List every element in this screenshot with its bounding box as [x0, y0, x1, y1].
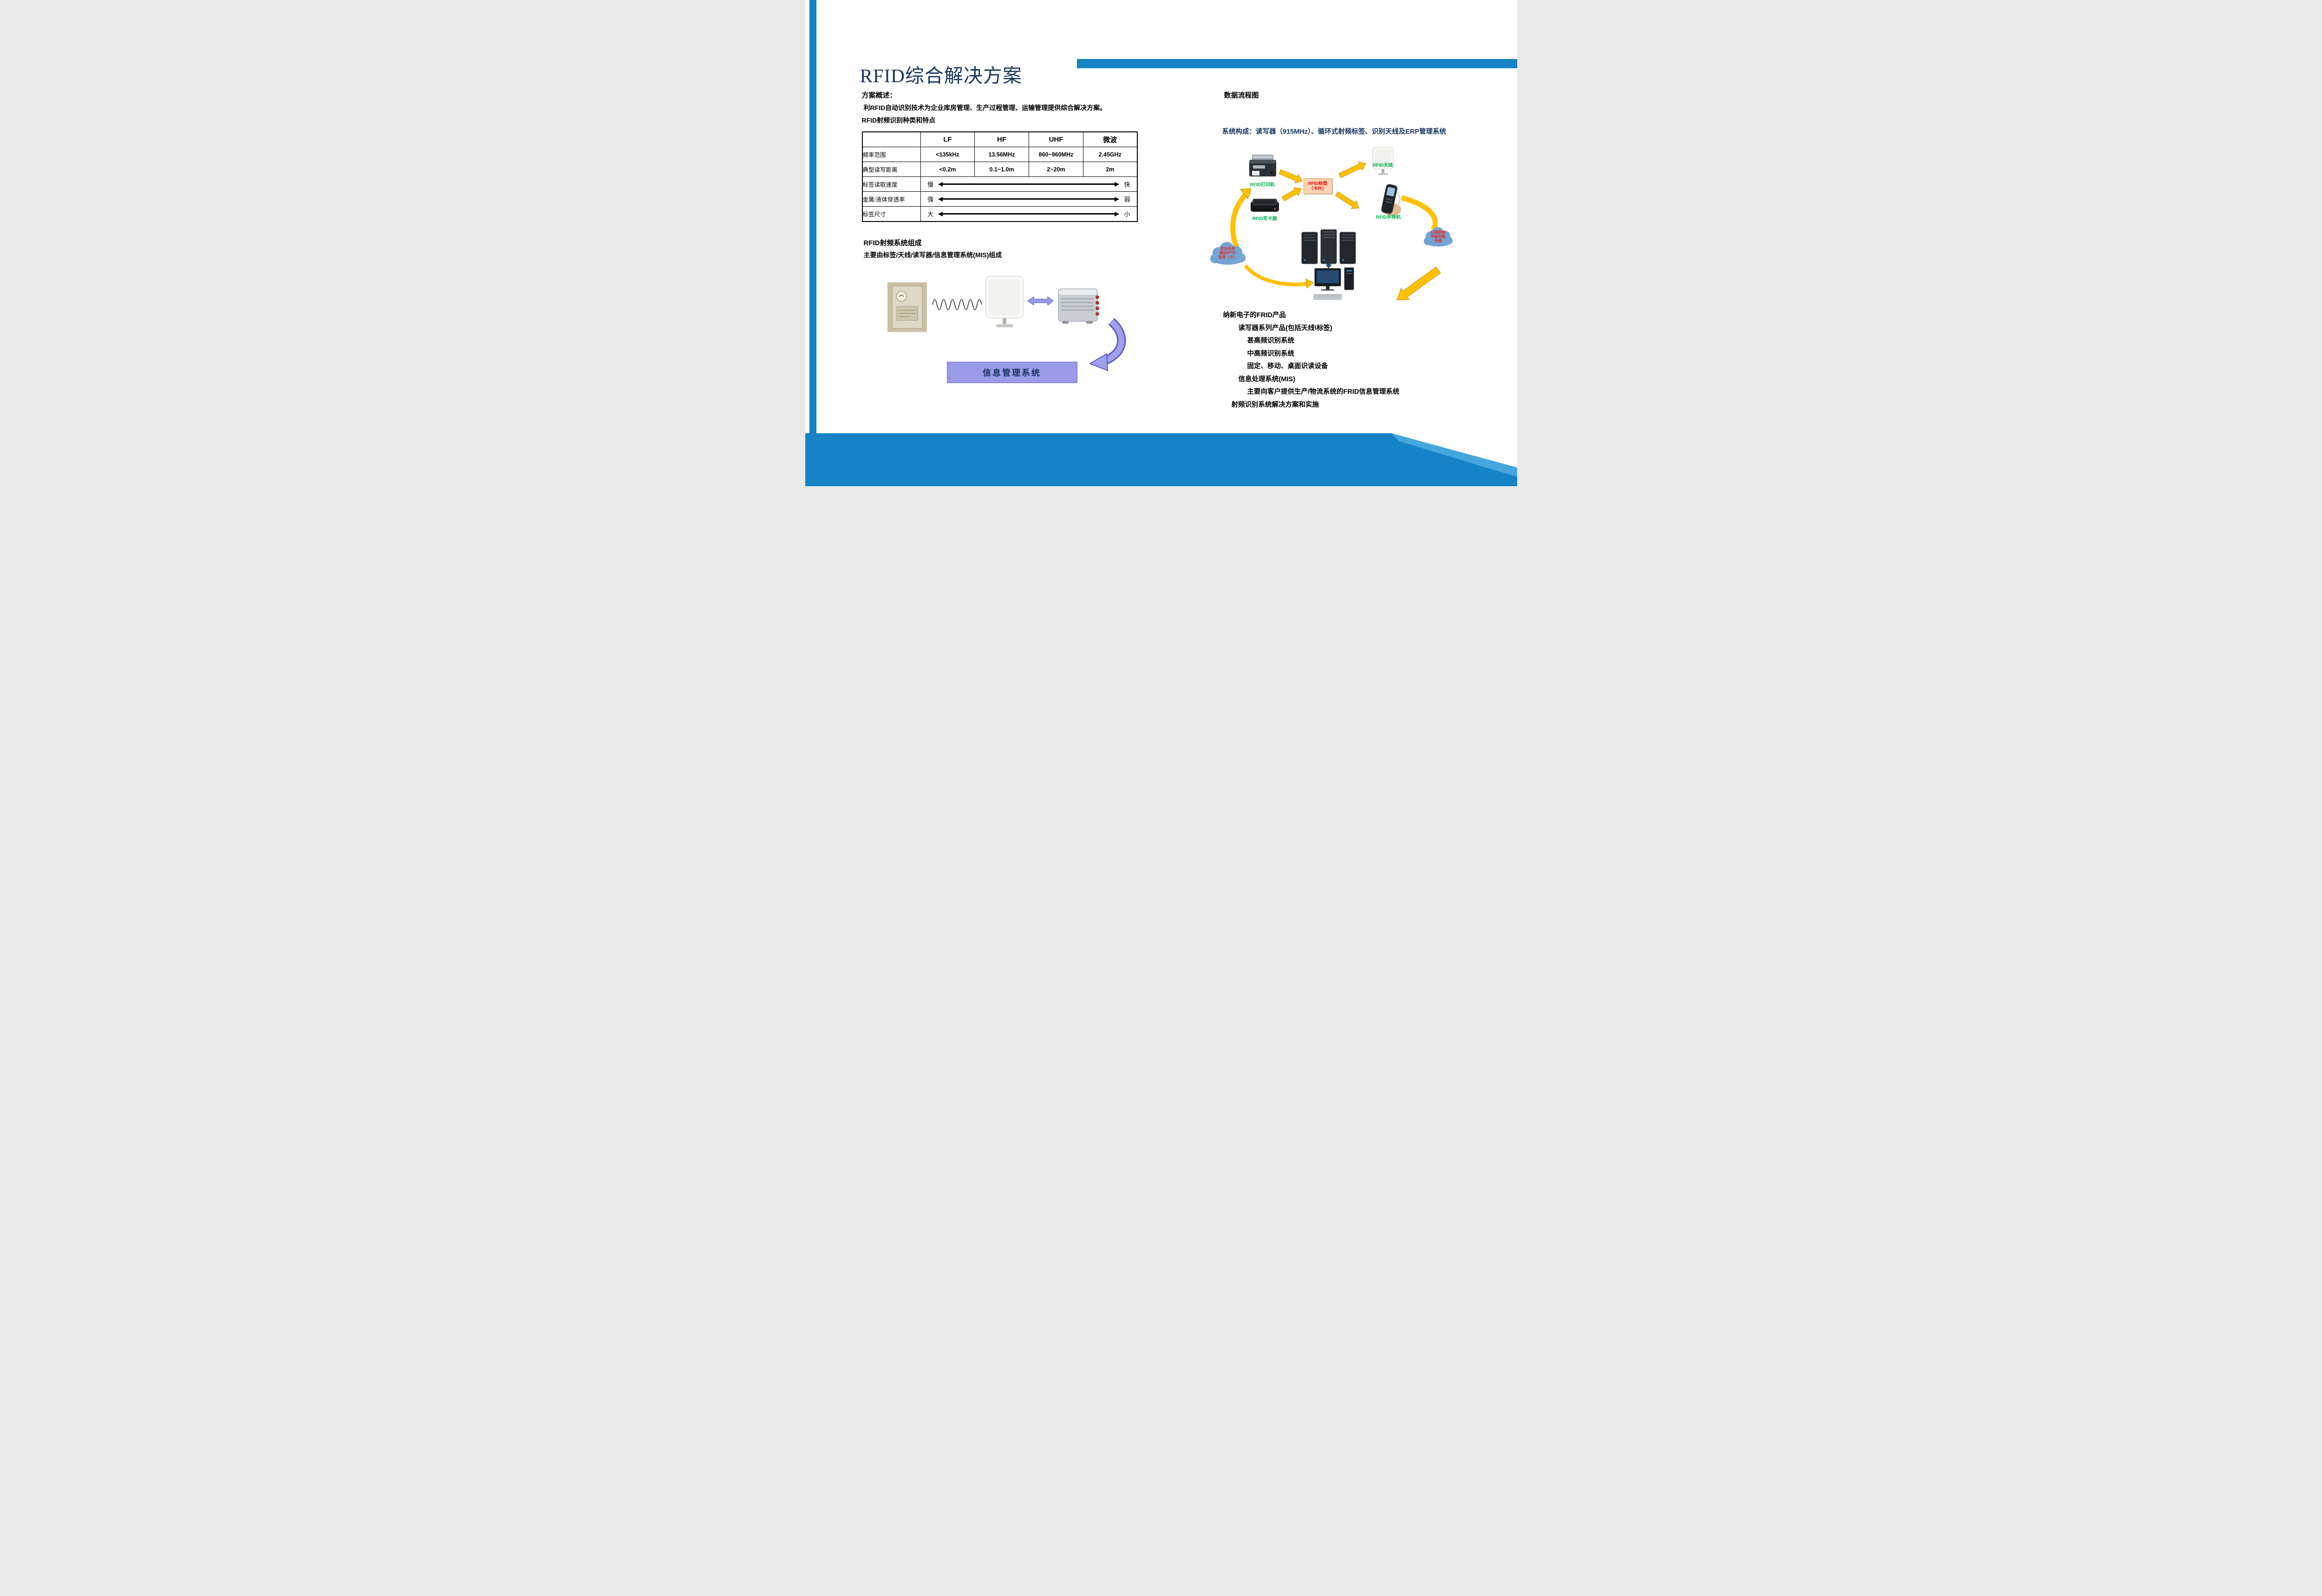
header-cell-microwave: 微波 [1083, 131, 1137, 147]
tag-box-line1: RFID标签 [1308, 181, 1328, 186]
reader-image [1058, 288, 1099, 324]
curved-arrow-icon [1089, 319, 1126, 371]
cell-value: 2m [1083, 162, 1137, 177]
product-line: 甚高频识别系统 [1247, 337, 1295, 345]
rfid-tag-box: RFID标签 （卡片） [1303, 178, 1332, 194]
table-row-read-speed: 标签读取速度 慢 快 [862, 176, 1137, 192]
cloud-right: 扫描数据 传输到服 务器 [1423, 224, 1454, 248]
table-row-frequency: 频率范围 <135kHz 13.56MHz 860~960MHz 2.45GHz [862, 147, 1137, 162]
rfid-handheld: RFID手持机 [1374, 182, 1403, 221]
rfid-comparison-table: LF HF UHF 微波 频率范围 <135kHz 13.56MHz 860~9… [861, 131, 1138, 222]
rfid-antenna-image [1372, 147, 1393, 175]
left-accent-bar [809, 0, 816, 486]
tag-box-line2: （卡片） [1309, 186, 1327, 191]
cell-value: 2.45GHz [1083, 147, 1137, 162]
spread-right-label: 快 [1124, 181, 1130, 188]
double-arrow-icon [938, 196, 1120, 202]
flow-arrows [1230, 161, 1441, 300]
product-line: 信息处理系统(MIS) [1238, 375, 1295, 383]
handheld-label: RFID手持机 [1376, 215, 1401, 220]
spread-cell: 慢 快 [920, 176, 1137, 192]
spread-cell: 大 小 [920, 206, 1137, 222]
writer-label: RFID写卡器 [1252, 216, 1277, 221]
spread-right-label: 小 [1124, 211, 1130, 218]
rfid-printer-image [1249, 155, 1276, 176]
antenna-image [985, 276, 1023, 327]
overview-label: 方案概述： [861, 91, 897, 99]
rfid-tag-photo [887, 282, 927, 332]
table-row-tag-size: 标签尺寸 大 小 [862, 206, 1137, 222]
system-composition-label: RFID射频系统组成 [863, 239, 922, 247]
double-arrow-icon [938, 182, 1120, 187]
rfid-writer: RFID写卡器 [1250, 197, 1280, 222]
row-label: 标签读取速度 [862, 176, 921, 192]
cell-value: 860~960MHz [1029, 147, 1083, 162]
rfid-antenna: RFID天线 [1371, 147, 1395, 176]
double-arrow-icon [938, 211, 1120, 216]
cell-value: 2~20m [1029, 162, 1083, 177]
cloud-left-shape [1210, 242, 1246, 265]
bottom-accent-band [805, 433, 1517, 486]
top-accent-bar [1076, 59, 1517, 68]
header-cell [862, 131, 921, 147]
spread-cell: 强 弱 [920, 191, 1137, 207]
cloud-right-shape [1423, 227, 1453, 247]
spread-left-label: 强 [927, 196, 934, 203]
spread-left-label: 慢 [927, 181, 934, 188]
product-line: 主要向客户提供生产/物流系统的FRID信息管理系统 [1247, 388, 1400, 396]
cell-value: <135kHz [920, 147, 975, 162]
cell-value: <0.2m [920, 162, 975, 177]
arrow-to-computer [1396, 267, 1441, 300]
row-label: 金属/液体穿透率 [862, 191, 921, 207]
system-composition-text: 主要由标签/天线/读写器/信息管理系统(MIS)组成 [863, 251, 1002, 259]
rfid-printer: RFID打印机 [1248, 154, 1277, 188]
product-list: 纳新电子的FRID产品 读写器系列产品(包括天线\标签) 甚高频识别系统 中高频… [1223, 309, 1483, 411]
cell-value: 13.56MHz [974, 147, 1029, 162]
radio-wave-icon [932, 299, 982, 310]
arc-cloud-to-computer [1244, 264, 1311, 287]
product-line: 中高频识别系统 [1247, 350, 1295, 358]
cloud-left-text: 发出任务 输出RFID 标签（卡） [1218, 246, 1237, 259]
row-label: 标签尺寸 [862, 206, 921, 222]
overview-text: 利RFID自动识别技术为企业库房管理、生产过程管理、运输管理提供综合解决方案。 [863, 104, 1107, 111]
rfid-handheld-image [1381, 184, 1401, 216]
arc-handheld-to-cloud [1401, 195, 1438, 232]
arrow-tag-to-handheld [1335, 191, 1359, 209]
system-structure-line: 系统构成：读写器（915MHz）、循环式射频标签、识别天线及ERP管理系统 [1222, 128, 1447, 136]
data-flow-diagram: RFID打印机 RFID标签 （卡片） RFID天线 R [1205, 139, 1458, 309]
flow-diagram-label: 数据流程图 [1224, 91, 1259, 99]
cell-value: 0.1~1.0m [974, 162, 1029, 177]
workstation-image [1313, 267, 1354, 300]
table-row-penetration: 金属/液体穿透率 强 弱 [862, 191, 1137, 207]
cloud-left: 发出任务 输出RFID 标签（卡） [1209, 239, 1246, 266]
arrow-tag-to-antenna [1338, 161, 1366, 178]
table-caption: RFID射频识别种类和特点 [861, 117, 936, 124]
arrow-writer-to-tag [1281, 187, 1302, 202]
header-cell-hf: HF [974, 131, 1029, 147]
spread-right-label: 弱 [1124, 196, 1130, 203]
page-title: RFID综合解决方案 [860, 65, 1022, 86]
server-rack-image [1301, 229, 1356, 264]
product-line: 固定、移动、桌面识读设备 [1247, 363, 1328, 370]
printer-label: RFID打印机 [1250, 182, 1275, 188]
table-row-distance: 典型读写距离 <0.2m 0.1~1.0m 2~20m 2m [862, 162, 1137, 177]
product-line: 射频识别系统解决方案和实施 [1231, 401, 1319, 409]
spread-left-label: 大 [927, 211, 934, 218]
mis-box: 信息管理系统 [946, 362, 1077, 383]
antenna-label: RFID天线 [1372, 163, 1393, 168]
cloud-right-text: 扫描数据 传输到服 务器 [1430, 230, 1446, 243]
product-line: 纳新电子的FRID产品 [1223, 312, 1286, 319]
product-line: 读写器系列产品(包括天线\标签) [1238, 324, 1332, 332]
slide-page: RFID综合解决方案 方案概述： 利RFID自动识别技术为企业库房管理、生产过程… [805, 0, 1517, 486]
rfid-writer-image [1250, 199, 1279, 212]
workstation [1313, 267, 1357, 301]
header-cell-uhf: UHF [1029, 131, 1083, 147]
server-rack [1301, 229, 1357, 265]
header-cell-lf: LF [920, 131, 975, 147]
arrow-printer-to-tag [1278, 169, 1303, 183]
row-label: 典型读写距离 [862, 162, 921, 177]
table-header-row: LF HF UHF 微波 [862, 131, 1137, 147]
row-label: 频率范围 [862, 147, 921, 162]
double-headed-arrow-icon [1027, 296, 1054, 306]
